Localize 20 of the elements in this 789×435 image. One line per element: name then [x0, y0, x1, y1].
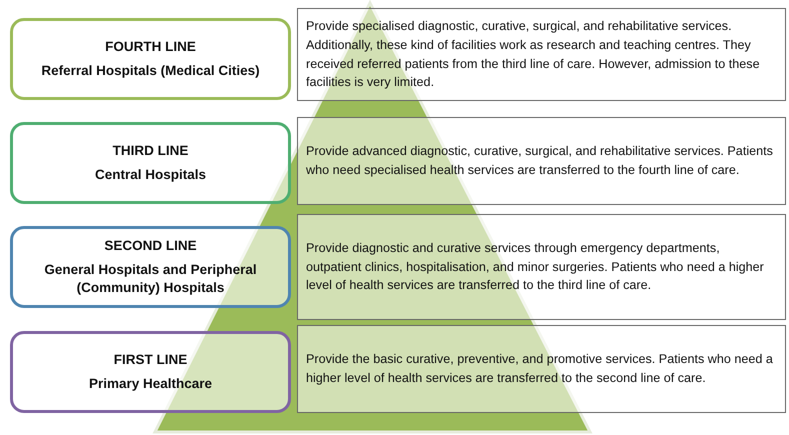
level-title: FIRST LINE [114, 350, 188, 369]
description-box [297, 117, 786, 205]
level-box [10, 331, 291, 413]
level-subtitle: General Hospitals and Peripheral (Community) Hospitals [43, 260, 258, 298]
level-box [10, 122, 291, 204]
description-box [297, 325, 786, 413]
description-text: Provide the basic curative, preventive, and promotive services. Patients who need a higher level of health services are transferred to the second line of care. [306, 351, 774, 387]
level-subtitle: Central Hospitals [94, 166, 206, 184]
description-box [297, 214, 786, 320]
level-box [10, 18, 291, 100]
level-title: SECOND LINE [104, 236, 197, 255]
description-text: Provide diagnostic and curative services through emergency departments, outpatient clinics, hospitalisation, and minor surgeries. Patients who need a higher level of health services are transferred to the third line of care. [306, 240, 765, 294]
level-title: THIRD LINE [112, 142, 188, 160]
description-text: Provide advanced diagnostic, curative, surgical, and rehabilitative services. Patients who need specialised health services are transferred to the fourth line of care. [306, 143, 774, 179]
level-title: FOURTH LINE [105, 38, 196, 56]
description-box [297, 8, 786, 101]
description-text: Provide specialised diagnostic, curative, surgical, and rehabilitative services. Additionally, these kind of facilities work as research and teaching centres. They received referred patients from the third line of care. However, admission to these facilities is very limited. [306, 18, 761, 92]
level-subtitle: Referral Hospitals (Medical Cities) [41, 62, 260, 80]
level-subtitle: Primary Healthcare [88, 375, 212, 393]
level-box [10, 226, 291, 308]
